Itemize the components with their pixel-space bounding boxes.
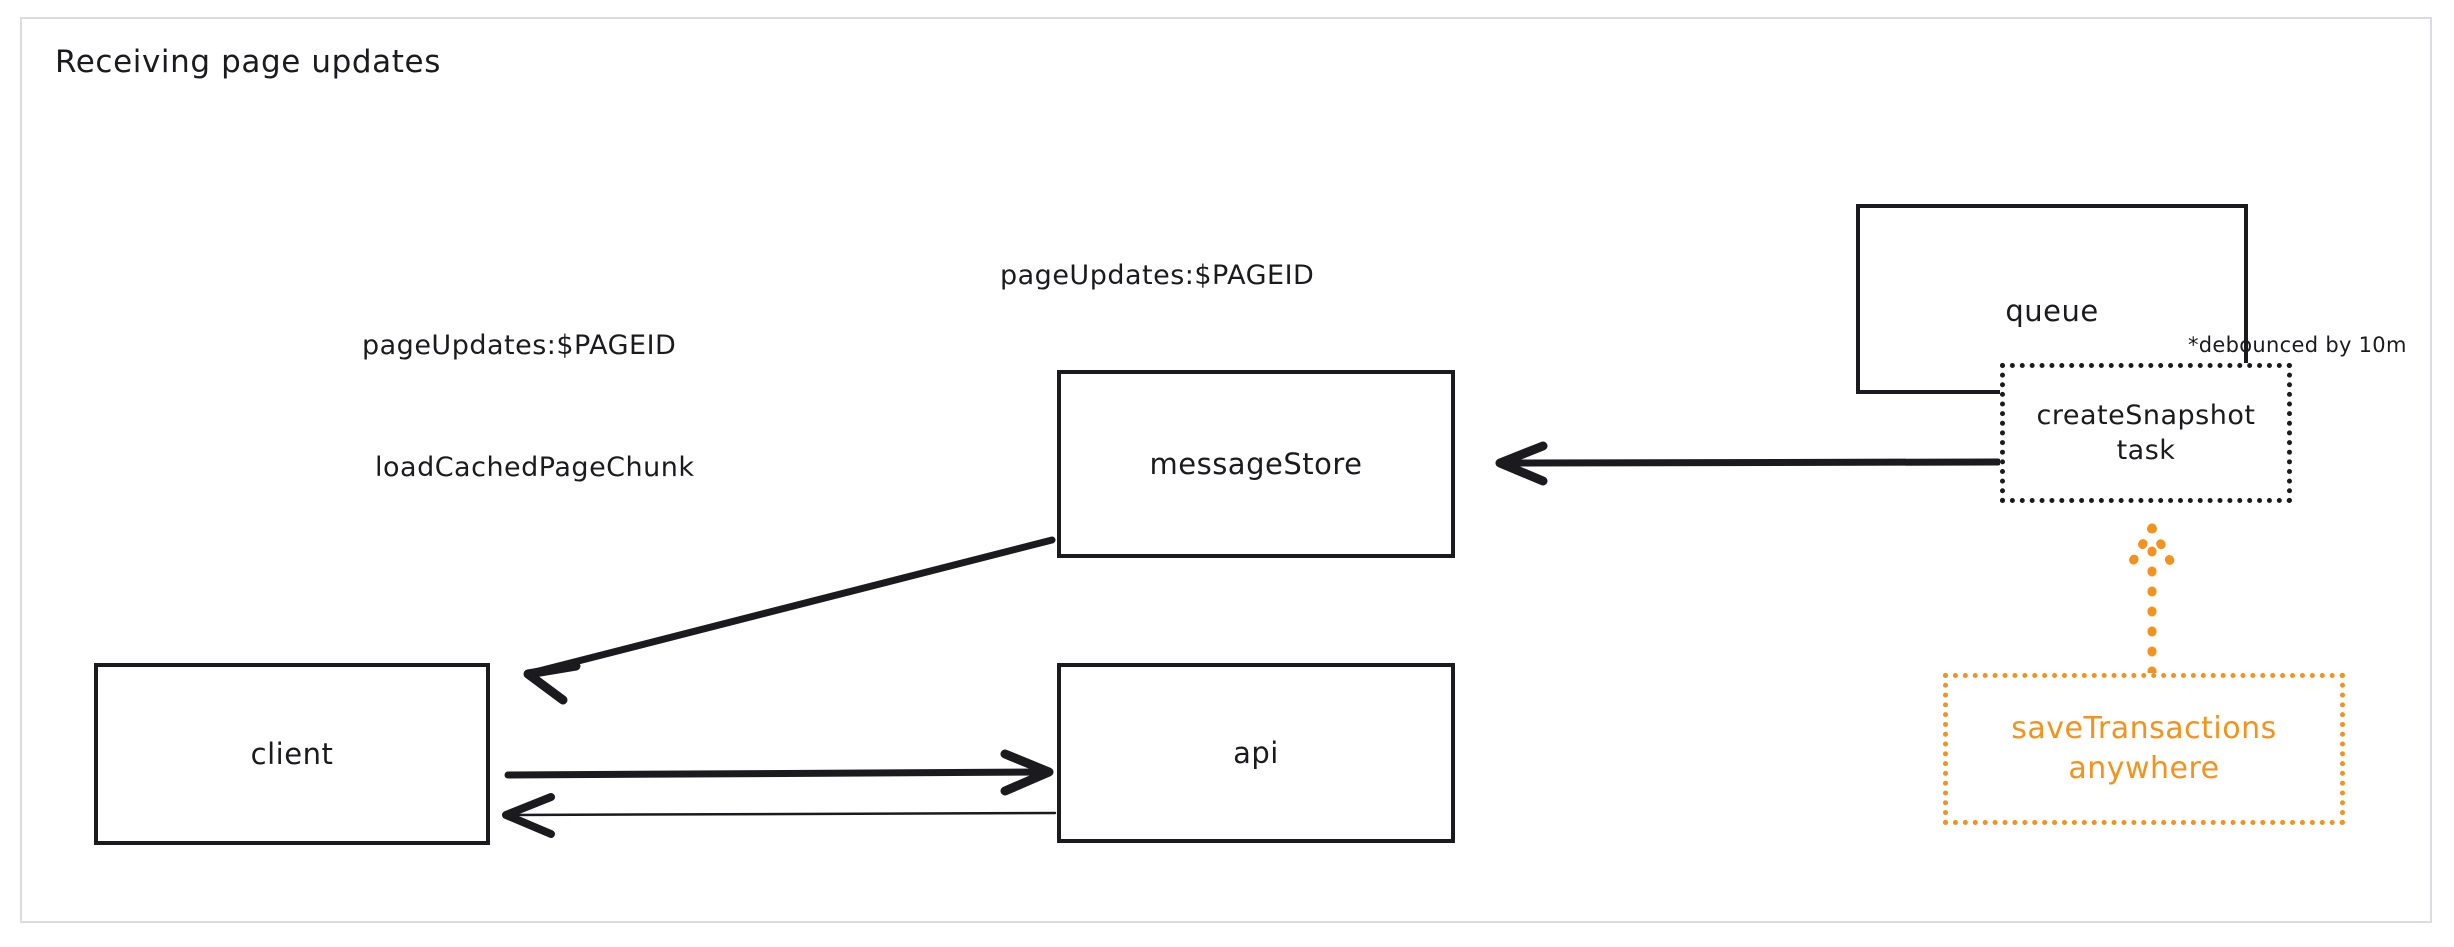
node-api-label: api <box>1233 735 1279 770</box>
edge-label-messagestore-to-client: pageUpdates:$PAGEID <box>362 330 677 361</box>
node-createsnapshot-task-label: createSnapshot task <box>2036 399 2256 466</box>
node-api[interactable]: api <box>1057 663 1455 843</box>
node-client-label: client <box>250 736 334 771</box>
node-savetransactions-anywhere[interactable]: saveTransactions anywhere <box>1943 673 2345 825</box>
node-createsnapshot-task[interactable]: createSnapshot task <box>2000 363 2292 503</box>
edge-label-client-to-api: loadCachedPageChunk <box>375 452 695 483</box>
node-messagestore[interactable]: messageStore <box>1057 370 1455 558</box>
page-title: Receiving page updates <box>55 44 441 80</box>
node-savetransactions-anywhere-label: saveTransactions anywhere <box>2011 710 2277 787</box>
annotation-debounce-note: *debounced by 10m <box>2188 333 2407 357</box>
node-messagestore-label: messageStore <box>1149 446 1363 481</box>
node-client[interactable]: client <box>94 663 490 845</box>
edge-label-snapshot-to-messagestore: pageUpdates:$PAGEID <box>1000 260 1315 291</box>
node-queue-label: queue <box>2005 293 2099 328</box>
